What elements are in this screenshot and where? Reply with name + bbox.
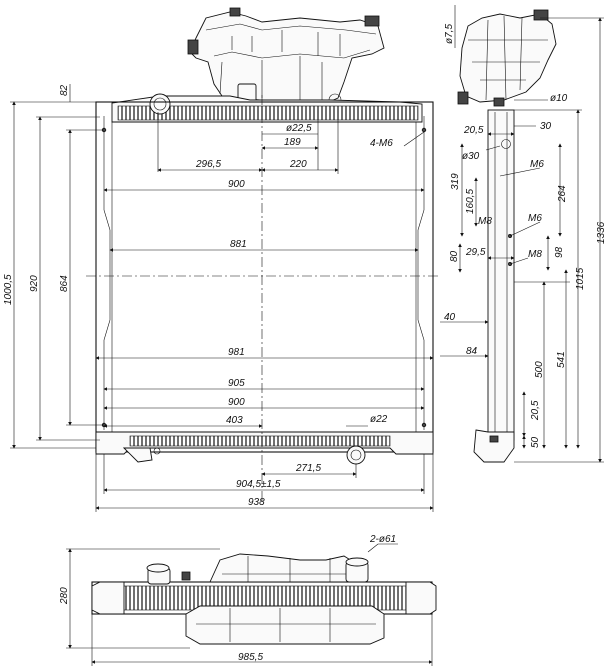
dim-phi22: ø22 <box>370 414 388 425</box>
dim-864: 864 <box>59 275 70 292</box>
dim-40: 40 <box>444 312 456 323</box>
dim-20-5-top: 20,5 <box>463 125 484 136</box>
dim-403: 403 <box>226 415 243 426</box>
dim-900-bottom: 900 <box>228 397 245 408</box>
dim-541: 541 <box>556 351 567 368</box>
dim-296-5: 296,5 <box>195 159 221 170</box>
dim-881: 881 <box>230 239 247 250</box>
dim-900-top: 900 <box>228 179 245 190</box>
expansion-tank <box>187 7 385 107</box>
dim-m6-b: M6 <box>528 213 542 224</box>
dim-920: 920 <box>29 275 40 292</box>
front-view: 82 1000,5 920 864 ø22,5 189 296,5 220 4-… <box>3 7 440 512</box>
dim-1336: 1336 <box>596 221 607 244</box>
dim-m6-a: M6 <box>530 159 544 170</box>
dim-50: 50 <box>530 436 541 448</box>
dim-phi22-5: ø22,5 <box>286 123 312 134</box>
dim-220: 220 <box>289 159 307 170</box>
dim-82: 82 <box>59 84 70 96</box>
dim-500: 500 <box>534 361 545 378</box>
dim-29-5: 29,5 <box>465 247 486 258</box>
radiator-core <box>95 101 434 453</box>
dim-981: 981 <box>228 347 245 358</box>
dim-938: 938 <box>248 497 265 508</box>
dim-84: 84 <box>466 346 478 357</box>
dim-2-phi61: 2-ø61 <box>369 534 396 545</box>
dim-80: 80 <box>449 250 460 262</box>
dim-1000-5: 1000,5 <box>3 274 14 305</box>
dim-98: 98 <box>554 246 565 258</box>
dim-phi7-5: ø7,5 <box>444 24 455 44</box>
dim-4-m6: 4-M6 <box>370 138 393 149</box>
dim-30: 30 <box>540 121 552 132</box>
dim-271-5: 271,5 <box>295 463 321 474</box>
dim-280: 280 <box>59 587 70 605</box>
dim-m8-b: M8 <box>528 249 542 260</box>
dim-m8-a: M8 <box>478 216 492 227</box>
dim-905: 905 <box>228 378 245 389</box>
dim-319: 319 <box>450 173 461 190</box>
dim-20-5-bottom: 20,5 <box>530 400 541 421</box>
side-view: ø7,5 ø10 20,5 30 ø30 319 M6 160,5 M8 264… <box>440 5 607 463</box>
bottom-view: 2-ø61 280 985,5 <box>59 534 437 666</box>
bottom-header-tank <box>95 431 434 465</box>
dim-904-5: 904,5±1,5 <box>236 479 281 490</box>
dim-985-5: 985,5 <box>238 652 263 663</box>
dim-264: 264 <box>557 185 568 203</box>
dim-phi30: ø30 <box>462 151 480 162</box>
dim-160-5: 160,5 <box>465 189 476 214</box>
dim-189: 189 <box>284 137 301 148</box>
side-tank <box>457 9 557 107</box>
dim-1015: 1015 <box>575 267 586 290</box>
dim-phi10: ø10 <box>550 93 568 104</box>
